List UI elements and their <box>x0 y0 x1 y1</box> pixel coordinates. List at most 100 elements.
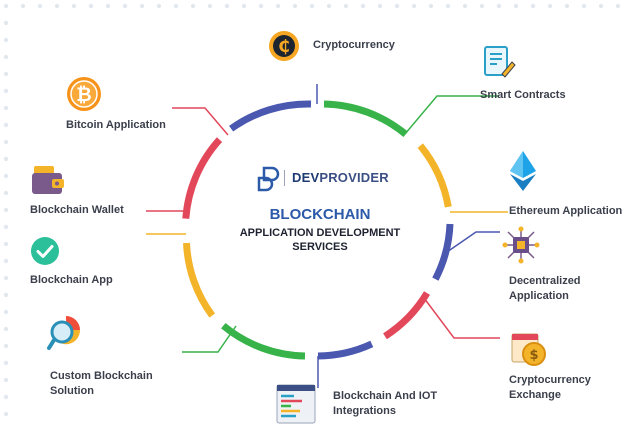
texture-dot <box>3 258 9 264</box>
texture-dot <box>411 3 417 9</box>
texture-dot <box>462 3 468 9</box>
contract-pen-icon <box>484 46 516 78</box>
texture-dot <box>173 3 179 9</box>
ring-arc-yellow-left <box>183 242 216 318</box>
texture-dot <box>615 3 621 9</box>
texture-dot <box>445 3 451 9</box>
coin-icon: ₵ <box>269 31 299 61</box>
texture-dot <box>190 3 196 9</box>
brand-suffix: PROVIDER <box>319 170 389 185</box>
brand-separator <box>284 170 285 186</box>
label-line: Cryptocurrency <box>509 374 591 386</box>
texture-dot <box>54 3 60 9</box>
texture-dot <box>309 3 315 9</box>
connector-exchange <box>423 297 500 339</box>
texture-dot <box>71 3 77 9</box>
texture-dot <box>343 3 349 9</box>
brand-name: DEVPROVIDER <box>292 170 389 185</box>
label-blockchain-iot: Blockchain And IOT Integrations <box>333 389 437 419</box>
ethereum-icon <box>510 151 536 191</box>
ring-arc-blue-top <box>229 100 312 132</box>
texture-dot <box>3 190 9 196</box>
center-subtitle-line2: SERVICES <box>292 241 348 253</box>
texture-dot <box>37 3 43 9</box>
texture-dot <box>513 3 519 9</box>
texture-dot <box>3 241 9 247</box>
texture-dot <box>207 3 213 9</box>
brand-logo: DEVPROVIDER <box>254 166 394 192</box>
texture-dot <box>3 207 9 213</box>
ring-arc-blue-right <box>432 223 454 281</box>
svg-text:₿: ₿ <box>76 84 91 106</box>
network-chip-icon <box>502 226 540 264</box>
ring-arc-green-top-right <box>323 100 408 138</box>
label-line: Application <box>509 290 569 302</box>
ring-arc-red-bottom-right <box>383 291 430 340</box>
label-line: Decentralized <box>509 275 581 287</box>
label-line: Exchange <box>509 389 561 401</box>
connector-decentralized <box>446 231 500 253</box>
ring-arc-red-left <box>182 137 223 219</box>
code-window-icon <box>276 384 316 424</box>
texture-dot <box>258 3 264 9</box>
center-subtitle-line1: APPLICATION DEVELOPMENT <box>239 227 401 239</box>
texture-dot <box>3 37 9 43</box>
texture-dot <box>3 139 9 145</box>
texture-dot <box>156 3 162 9</box>
connector-smart-contracts <box>404 95 498 135</box>
texture-dot <box>3 173 9 179</box>
brand-prefix: DEV <box>292 170 320 185</box>
texture-dot <box>105 3 111 9</box>
devprovider-logo-icon <box>257 166 280 192</box>
connector-bitcoin <box>172 107 229 136</box>
texture-dot <box>3 275 9 281</box>
center-title: BLOCKCHAIN <box>269 206 371 223</box>
texture-dot <box>3 411 9 417</box>
texture-dot <box>581 3 587 9</box>
label-ethereum-application: Ethereum Application <box>509 205 623 217</box>
texture-dot <box>224 3 230 9</box>
check-circle-icon <box>31 237 59 265</box>
texture-dot <box>479 3 485 9</box>
label-blockchain-app: Blockchain App <box>30 274 113 286</box>
texture-dot <box>275 3 281 9</box>
label-line: Blockchain And IOT <box>333 390 438 402</box>
texture-dot <box>3 343 9 349</box>
texture-dot <box>88 3 94 9</box>
ring-arc-yellow-right <box>417 143 452 208</box>
calendar-coin-icon: $ <box>511 333 546 366</box>
texture-dot <box>3 54 9 60</box>
texture-dot <box>241 3 247 9</box>
connector-custom-solution <box>182 325 237 353</box>
texture-dot <box>3 20 9 26</box>
texture-dot <box>3 156 9 162</box>
ring-arc-blue-bottom <box>317 340 374 360</box>
texture-dot <box>3 105 9 111</box>
texture-dot <box>3 88 9 94</box>
label-bitcoin-application: Bitcoin Application <box>66 119 166 131</box>
texture-dot <box>428 3 434 9</box>
texture-dot <box>3 71 9 77</box>
label-blockchain-wallet: Blockchain Wallet <box>30 204 124 216</box>
texture-dot <box>3 122 9 128</box>
texture-dot <box>139 3 145 9</box>
label-cryptocurrency: Cryptocurrency <box>313 39 395 51</box>
texture-dot <box>292 3 298 9</box>
svg-text:₵: ₵ <box>278 37 290 57</box>
label-cryptocurrency-exchange: Cryptocurrency Exchange <box>509 373 591 403</box>
texture-dot <box>326 3 332 9</box>
texture-dot <box>377 3 383 9</box>
svg-text:$: $ <box>529 348 538 363</box>
texture-dot <box>122 3 128 9</box>
texture-dot <box>3 292 9 298</box>
texture-dot <box>3 377 9 383</box>
label-custom-blockchain-solution: Custom Blockchain Solution <box>50 369 153 399</box>
label-line: Integrations <box>333 405 396 417</box>
label-smart-contracts: Smart Contracts <box>480 89 566 101</box>
texture-dot <box>3 394 9 400</box>
label-line: Solution <box>50 385 94 397</box>
texture-dot <box>394 3 400 9</box>
bitcoin-icon: ₿ <box>67 77 101 111</box>
